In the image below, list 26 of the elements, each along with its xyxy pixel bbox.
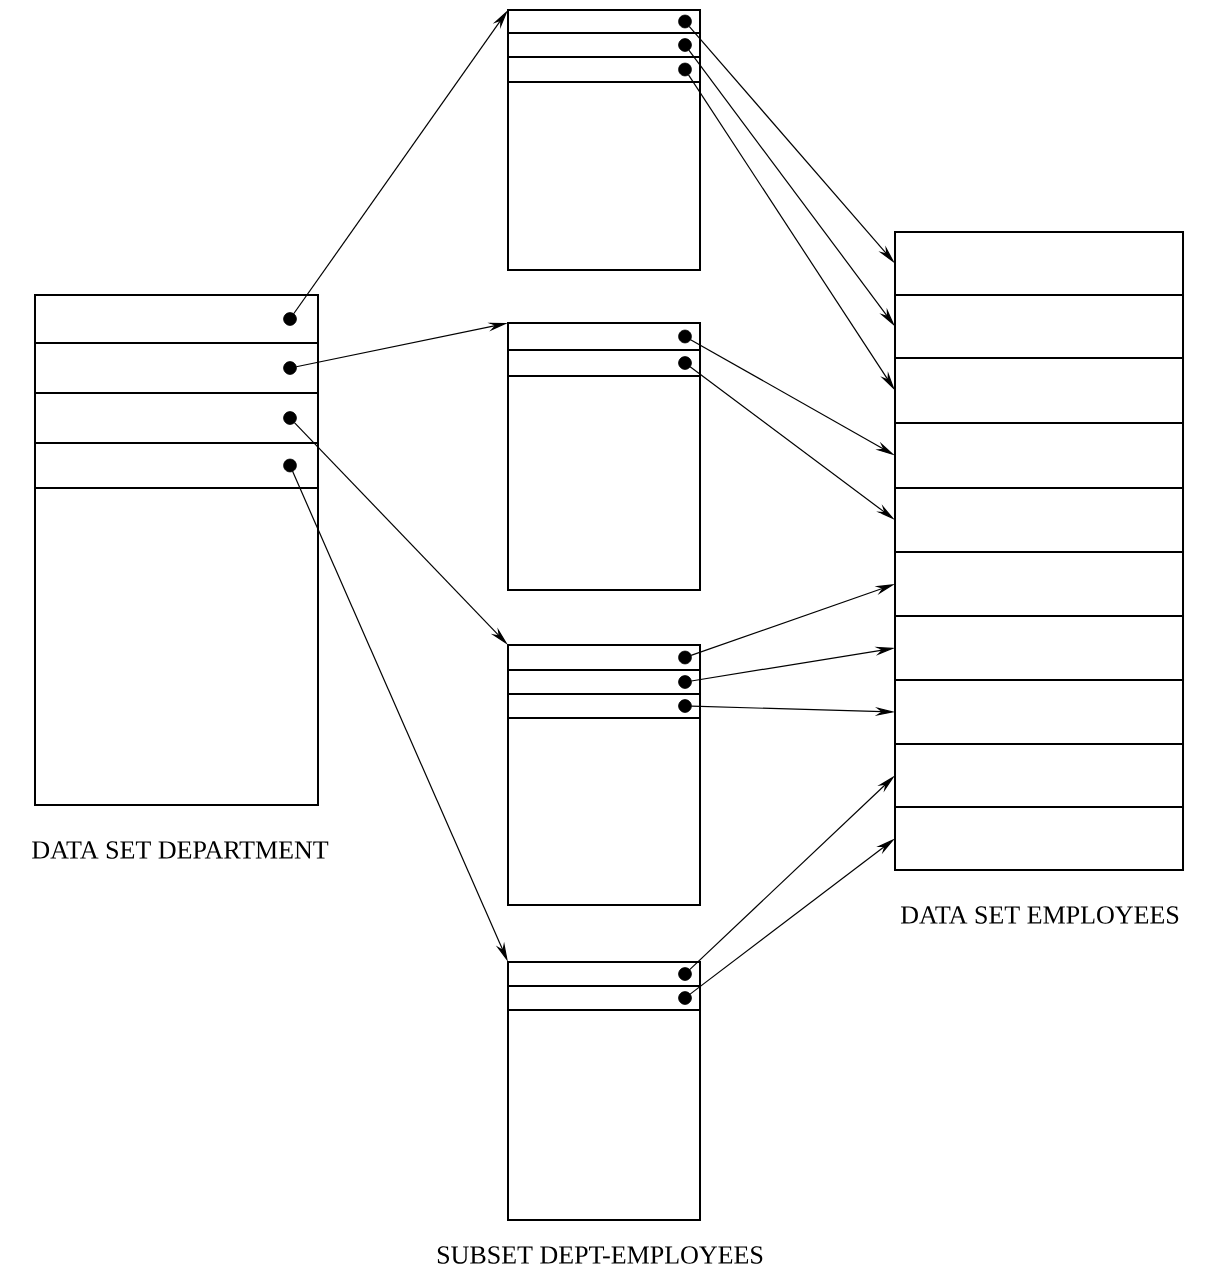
record-row: [34, 342, 319, 394]
record-row: [507, 349, 701, 377]
record-row: [894, 357, 1184, 424]
record-row: [894, 615, 1184, 681]
record-row: [507, 961, 701, 987]
record-row: [894, 551, 1184, 617]
record-row: [507, 32, 701, 58]
record-row: [34, 392, 319, 444]
record-row: [894, 231, 1184, 296]
record-row: [894, 487, 1184, 553]
caption-text: DATA SET DEPARTMENT: [32, 841, 329, 859]
caption-text: SUBSET DEPT-EMPLOYEES: [437, 1246, 763, 1264]
record-row: [894, 743, 1184, 808]
record-row: [34, 442, 319, 489]
caption-text: DATA SET EMPLOYEES: [900, 906, 1179, 924]
record-row: [894, 679, 1184, 745]
record-row: [894, 806, 1184, 871]
record-row: [894, 294, 1184, 359]
record-row: [507, 644, 701, 671]
record-row: [34, 294, 319, 344]
record-row: [507, 322, 701, 351]
record-row: [507, 669, 701, 695]
record-row: [507, 693, 701, 719]
record-row: [507, 56, 701, 83]
record-row: [894, 422, 1184, 489]
record-row: [507, 985, 701, 1011]
